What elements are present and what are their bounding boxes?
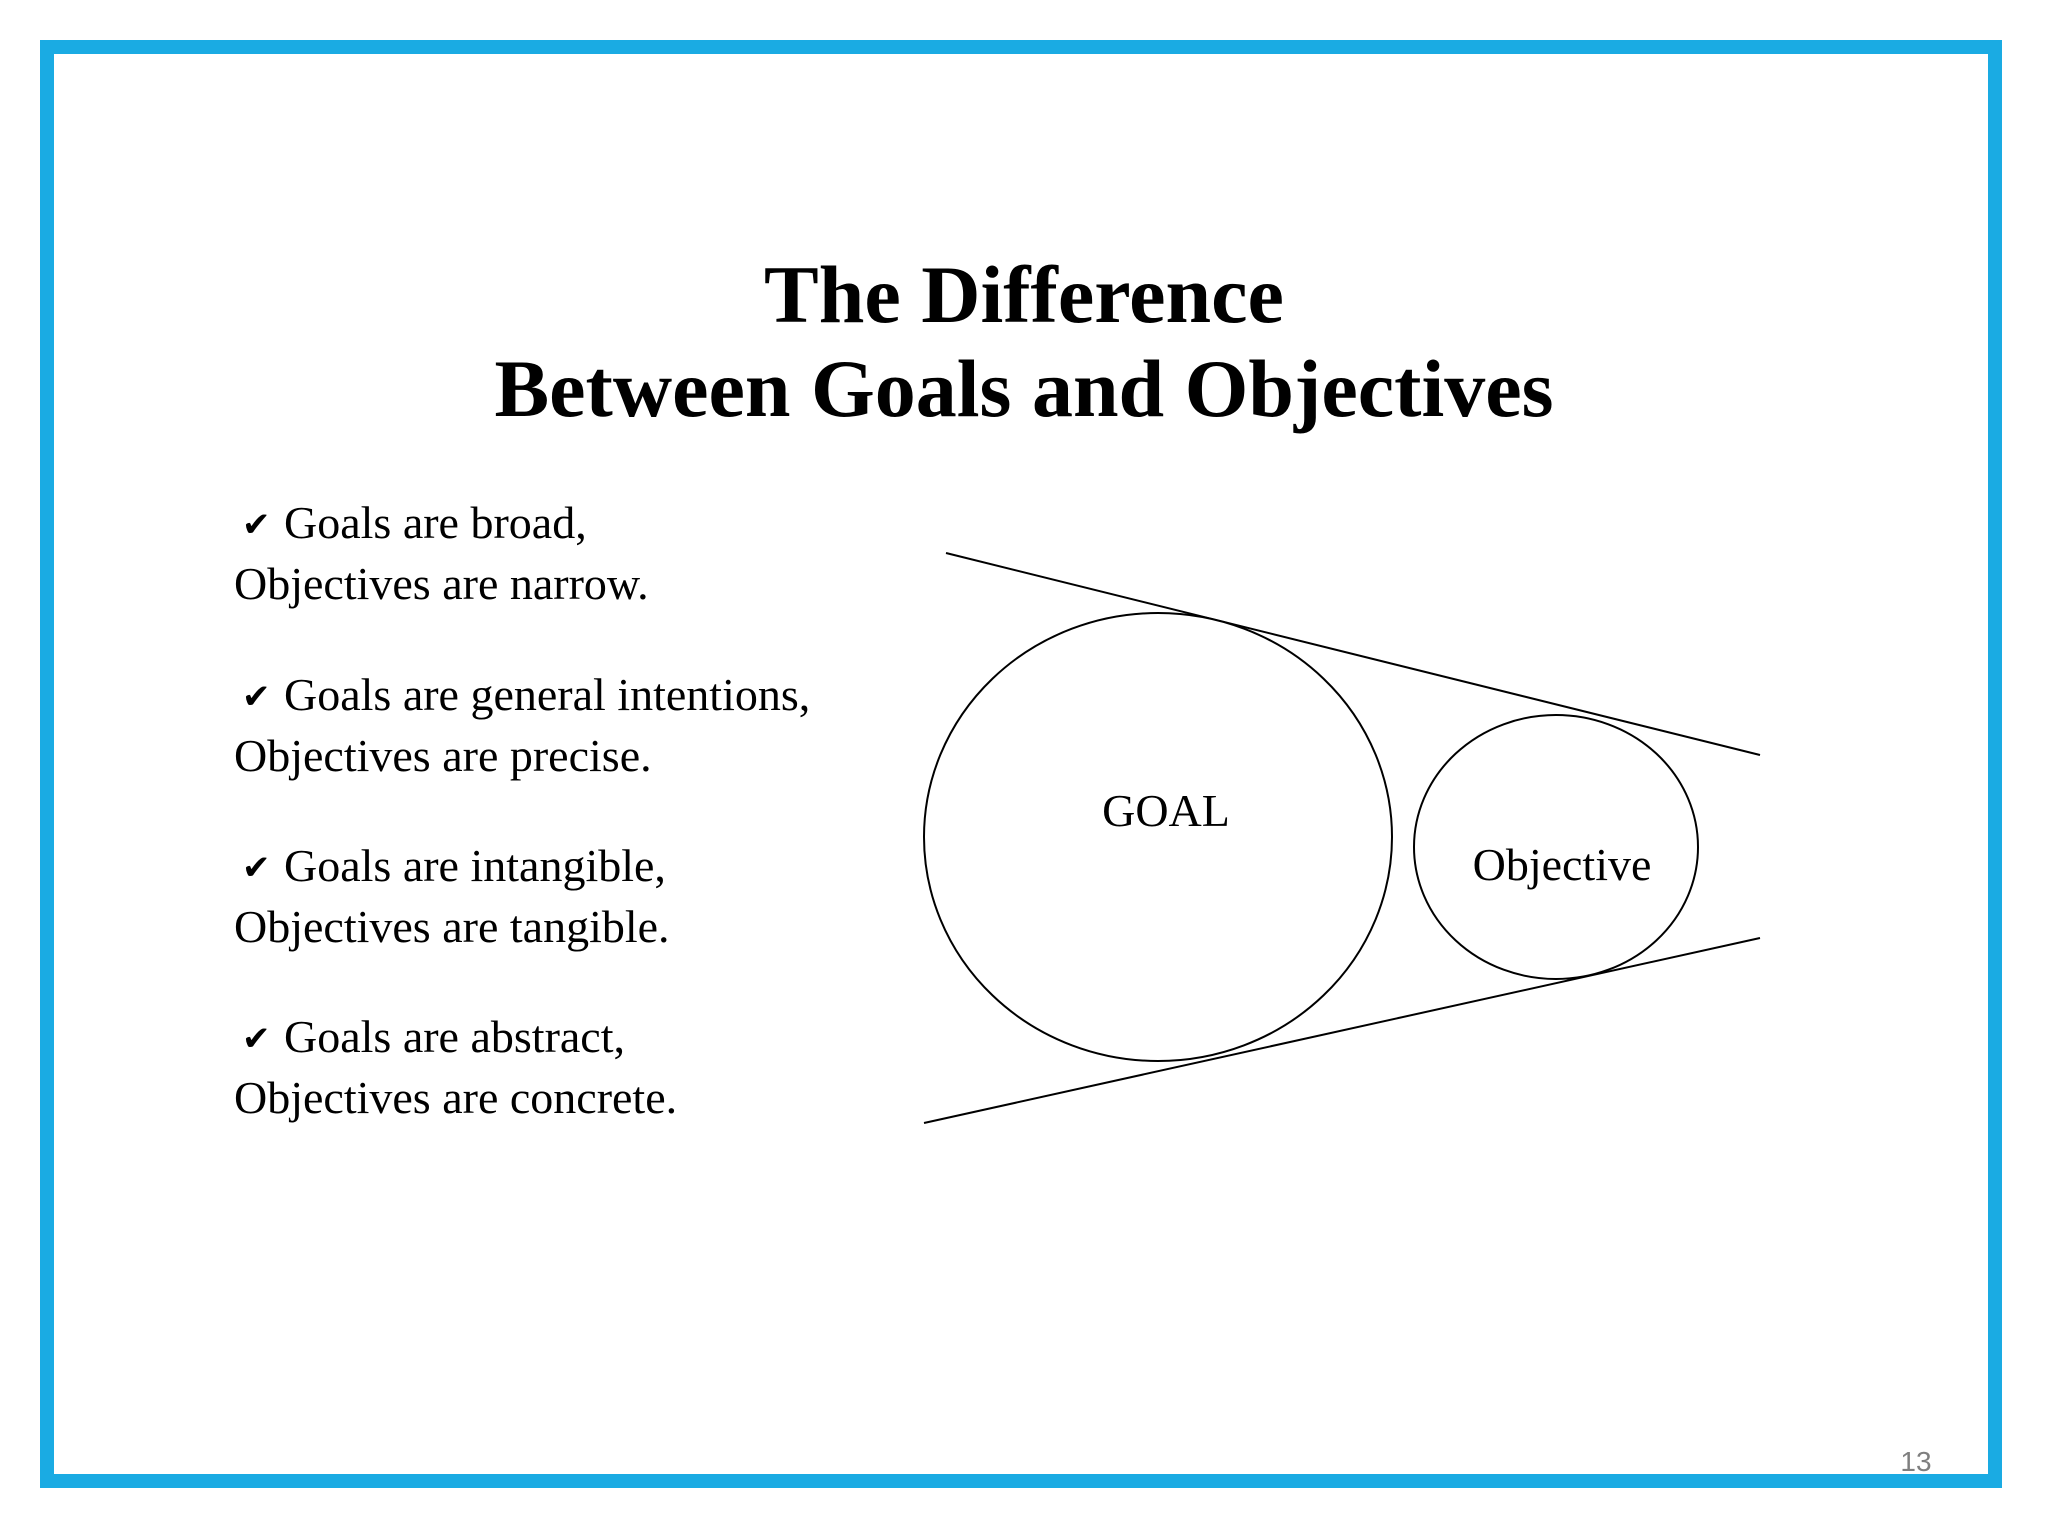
bullet-line-2: Objectives are narrow. xyxy=(234,558,649,609)
checkmark-icon: ✔ xyxy=(242,1021,271,1058)
checkmark-icon: ✔ xyxy=(242,679,271,716)
bullet-text: Goals are intangible, xyxy=(284,840,666,891)
bullet-line-2: Objectives are precise. xyxy=(234,730,652,781)
checkmark-icon: ✔ xyxy=(242,850,271,887)
lower-funnel-line xyxy=(923,937,1761,1124)
bullet-text: Goals are abstract, xyxy=(284,1011,626,1062)
bullet-general-precise: ✔ Goals are general intentions, Objective… xyxy=(234,666,810,785)
bullet-text: Goals are broad, xyxy=(284,497,587,548)
title-line-2: Between Goals and Objectives xyxy=(494,343,1554,434)
bullet-line-1: ✔ Goals are abstract, xyxy=(234,1008,677,1069)
objective-label: Objective xyxy=(1473,839,1652,890)
bullet-intangible-tangible: ✔ Goals are intangible, Objectives are ta… xyxy=(234,837,670,956)
bullet-line-2: Objectives are tangible. xyxy=(234,901,670,952)
goal-label: GOAL xyxy=(1102,785,1230,836)
checkmark-icon: ✔ xyxy=(242,507,271,544)
bullet-line-1: ✔ Goals are broad, xyxy=(234,494,649,555)
goal-circle xyxy=(923,612,1393,1062)
slide-title: The Difference Between Goals and Objecti… xyxy=(0,248,2048,436)
bullet-line-1: ✔ Goals are intangible, xyxy=(234,837,670,898)
objective-circle xyxy=(1413,714,1699,980)
page-number: 13 xyxy=(1900,1446,1932,1477)
title-line-1: The Difference xyxy=(764,249,1284,340)
bullet-line-1: ✔ Goals are general intentions, xyxy=(234,666,810,727)
bullet-line-2: Objectives are concrete. xyxy=(234,1072,678,1123)
bullet-text: Goals are general intentions, xyxy=(284,669,811,720)
bullet-abstract-concrete: ✔ Goals are abstract, Objectives are conc… xyxy=(234,1008,677,1127)
upper-funnel-line xyxy=(945,552,1761,756)
bullet-broad-narrow: ✔ Goals are broad, Objectives are narrow. xyxy=(234,494,649,613)
